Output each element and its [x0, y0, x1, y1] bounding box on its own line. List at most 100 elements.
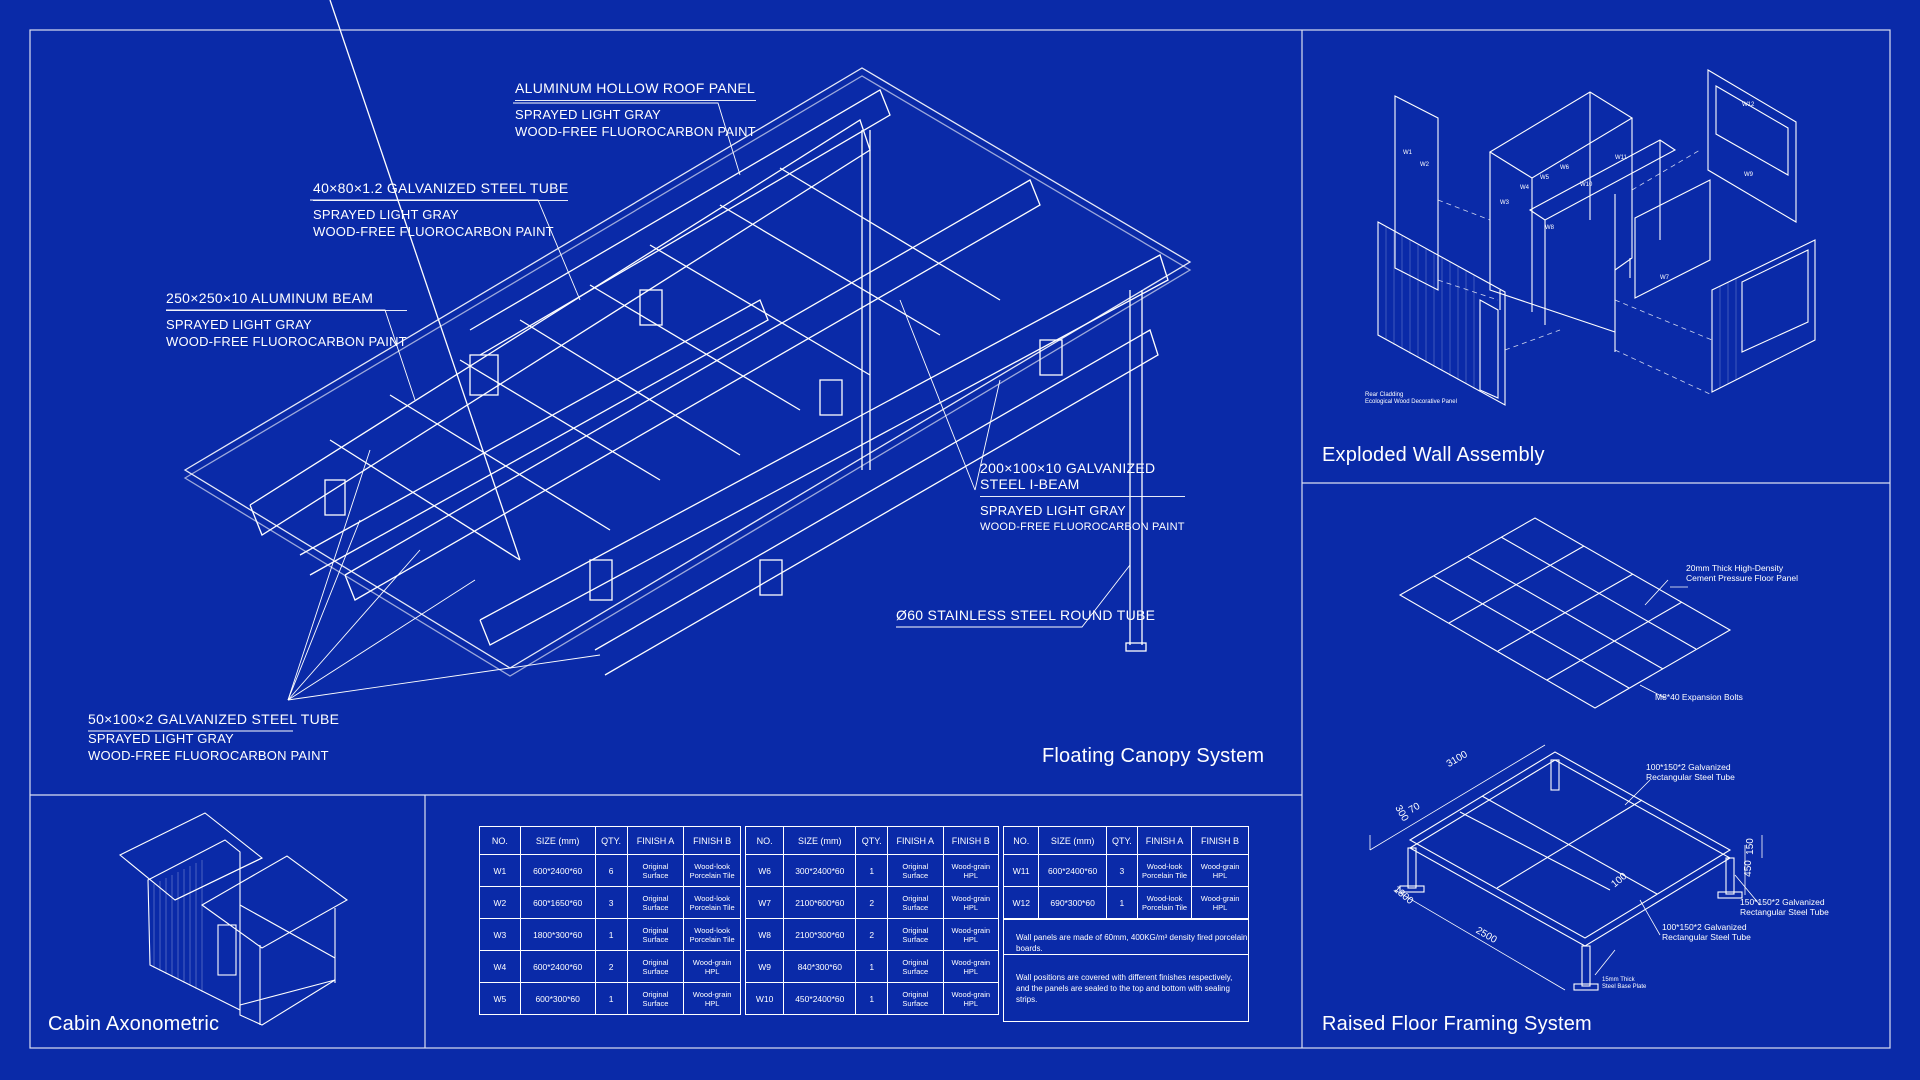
- note-material: Wall panels are made of 60mm, 400KG/m³ d…: [1016, 933, 1248, 953]
- cell-no: W10: [744, 982, 785, 1015]
- table-row: W3 1800*300*60 1 Original Surface Wood-l…: [479, 918, 741, 951]
- cell-finish-b: Wood-grain HPL: [942, 982, 1000, 1015]
- wall-tag-w7: W7: [1660, 275, 1669, 281]
- col-size: SIZE (mm): [783, 826, 857, 855]
- tube-label-a2: Rectangular Steel Tube: [1646, 772, 1735, 782]
- cell-no: W6: [744, 854, 785, 887]
- cell-no: W8: [744, 918, 785, 951]
- floor-panel-label-2: Cement Pressure Floor Panel: [1686, 573, 1798, 583]
- callout-steel-tube-50: 50×100×2 GALVANIZED STEEL TUBE SPRAYED L…: [88, 711, 339, 764]
- cell-size: 450*2400*60: [783, 982, 857, 1015]
- cell-no: W3: [479, 918, 521, 951]
- cell-finish-a: Original Surface: [626, 918, 685, 951]
- cell-qty: 6: [594, 854, 628, 887]
- cell-finish-a: Original Surface: [887, 854, 944, 887]
- callout-rule: [515, 100, 756, 101]
- table-row: W11 600*2400*60 3 Wood-look Porcelain Ti…: [1002, 854, 1249, 887]
- bolts-label: M8*40 Expansion Bolts: [1655, 692, 1743, 702]
- cell-finish-b: Wood-grain HPL: [683, 950, 741, 983]
- cell-finish-a: Original Surface: [626, 950, 685, 983]
- notes-divider: [1004, 954, 1248, 955]
- table-header-row: NO. SIZE (mm) QTY. FINISH A FINISH B: [1002, 826, 1249, 855]
- callout-i-beam-line1: SPRAYED LIGHT GRAY: [980, 503, 1126, 518]
- col-finish-a: FINISH A: [1137, 826, 1193, 855]
- tube-label-150-2: Rectangular Steel Tube: [1740, 907, 1829, 917]
- col-size: SIZE (mm): [1038, 826, 1107, 855]
- cell-finish-b: Wood-grain HPL: [1191, 854, 1249, 887]
- col-no: NO.: [1002, 826, 1040, 855]
- cell-qty: 1: [1105, 886, 1139, 919]
- wall-tag-w9: W9: [1744, 172, 1753, 178]
- table-row: W2 600*1650*60 3 Original Surface Wood-l…: [479, 886, 741, 919]
- cell-size: 690*300*60: [1038, 886, 1107, 919]
- cell-size: 300*2400*60: [783, 854, 857, 887]
- table-row: W7 2100*600*60 2 Original Surface Wood-g…: [744, 886, 1000, 919]
- cell-no: W7: [744, 886, 785, 919]
- callout-steel-tube-40-line2: WOOD-FREE FLUOROCARBON PAINT: [313, 224, 554, 239]
- wall-tag-w1: W1: [1403, 150, 1412, 156]
- note-finish-line2: and the panels are sealed to the top and…: [1016, 984, 1230, 1004]
- cell-qty: 1: [594, 982, 628, 1015]
- wall-tag-w5: W5: [1540, 175, 1549, 181]
- callout-round-tube: Ø60 STAINLESS STEEL ROUND TUBE: [896, 607, 1155, 623]
- canopy-panel-title: Floating Canopy System: [1042, 745, 1265, 767]
- note-finish-line1: Wall positions are covered with differen…: [1016, 973, 1233, 982]
- base-plate-label-1: 15mm Thick: [1602, 977, 1635, 983]
- col-no: NO.: [744, 826, 785, 855]
- wall-panel-title: Exploded Wall Assembly: [1322, 444, 1545, 466]
- callout-rule: [313, 200, 569, 201]
- cell-no: W5: [479, 982, 521, 1015]
- cell-finish-a: Original Surface: [887, 918, 944, 951]
- wall-tag-w12: W12: [1742, 102, 1755, 108]
- cell-qty: 3: [594, 886, 628, 919]
- wall-tag-w6: W6: [1560, 165, 1569, 171]
- wall-tag-w11: W11: [1615, 155, 1627, 161]
- cell-size: 600*2400*60: [519, 854, 596, 887]
- col-finish-a: FINISH A: [887, 826, 944, 855]
- table-row: W9 840*300*60 1 Original Surface Wood-gr…: [744, 950, 1000, 983]
- cell-size: 600*2400*60: [1038, 854, 1107, 887]
- cell-size: 2100*600*60: [783, 886, 857, 919]
- callout-aluminum-beam: 250×250×10 ALUMINUM BEAM SPRAYED LIGHT G…: [166, 290, 407, 350]
- floor-panel-title: Raised Floor Framing System: [1322, 1013, 1592, 1035]
- callout-roof-panel-head: ALUMINUM HOLLOW ROOF PANEL: [515, 80, 756, 96]
- table-row: W6 300*2400*60 1 Original Surface Wood-g…: [744, 854, 1000, 887]
- cell-qty: 1: [855, 854, 889, 887]
- cell-no: W12: [1002, 886, 1040, 919]
- table-row: W4 600*2400*60 2 Original Surface Wood-g…: [479, 950, 741, 983]
- tube-label-a1: 100*150*2 Galvanized: [1646, 762, 1731, 772]
- cell-finish-a: Wood-look Porcelain Tile: [1137, 854, 1193, 887]
- cell-finish-a: Original Surface: [887, 886, 944, 919]
- cell-finish-a: Wood-look Porcelain Tile: [1137, 886, 1193, 919]
- table-header-row: NO. SIZE (mm) QTY. FINISH A FINISH B: [744, 826, 1000, 855]
- wall-schedule-table-1: NO. SIZE (mm) QTY. FINISH A FINISH B W1 …: [479, 826, 741, 1015]
- cell-size: 1800*300*60: [519, 918, 596, 951]
- cell-size: 2100*300*60: [783, 918, 857, 951]
- col-qty: QTY.: [1105, 826, 1139, 855]
- cell-qty: 1: [855, 950, 889, 983]
- cell-no: W4: [479, 950, 521, 983]
- wall-tag-w3: W3: [1500, 200, 1509, 206]
- col-qty: QTY.: [855, 826, 889, 855]
- cell-no: W11: [1002, 854, 1040, 887]
- wall-schedule-table-2: NO. SIZE (mm) QTY. FINISH A FINISH B W6 …: [744, 826, 1000, 1015]
- cell-finish-a: Original Surface: [887, 950, 944, 983]
- col-finish-b: FINISH B: [942, 826, 1000, 855]
- cell-finish-b: Wood-look Porcelain Tile: [683, 854, 741, 887]
- wall-schedule-table-3: NO. SIZE (mm) QTY. FINISH A FINISH B W11…: [1002, 826, 1249, 919]
- cell-finish-b: Wood-grain HPL: [683, 982, 741, 1015]
- table-row: W8 2100*300*60 2 Original Surface Wood-g…: [744, 918, 1000, 951]
- wall-tag-w10: W10: [1580, 182, 1593, 188]
- cell-finish-b: Wood-look Porcelain Tile: [683, 918, 741, 951]
- callout-steel-tube-50-head: 50×100×2 GALVANIZED STEEL TUBE: [88, 711, 340, 727]
- callout-i-beam-line2: WOOD-FREE FLUOROCARBON PAINT: [980, 521, 1185, 533]
- callout-aluminum-beam-head: 250×250×10 ALUMINUM BEAM: [166, 290, 374, 306]
- wall-tag-w8: W8: [1545, 225, 1554, 231]
- cell-finish-b: Wood-grain HPL: [1191, 886, 1249, 919]
- cell-size: 600*300*60: [519, 982, 596, 1015]
